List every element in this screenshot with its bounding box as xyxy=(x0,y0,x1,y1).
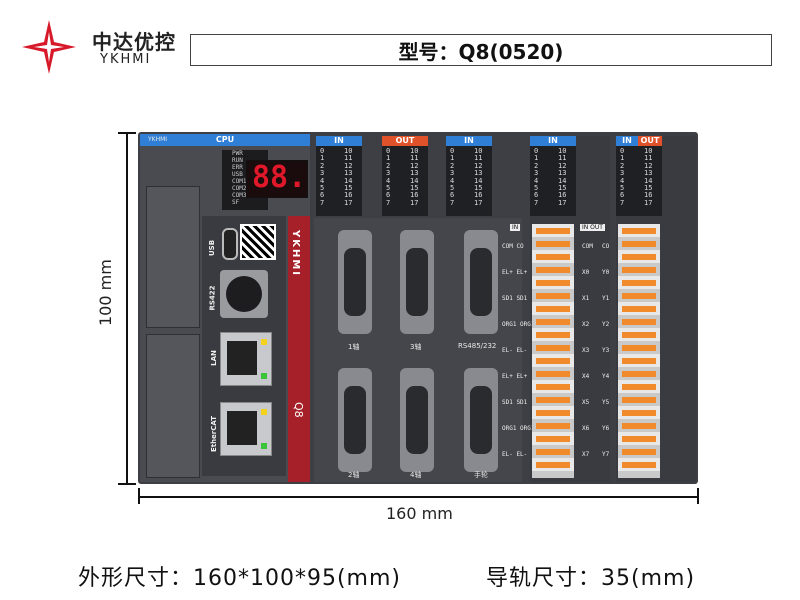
width-dimension-tick-left xyxy=(138,488,140,504)
brand-logo-icon xyxy=(22,20,76,74)
qr-code-icon xyxy=(240,224,276,260)
top-cover-panel xyxy=(146,186,200,328)
usb-label: USB xyxy=(208,239,217,257)
io-module-2-left: 0 1 2 3 4 5 6 7 xyxy=(386,147,391,207)
seven-seg-display xyxy=(246,160,308,198)
lan-port[interactable] xyxy=(220,332,272,386)
axis1-label: 1轴 xyxy=(348,343,360,351)
outline-dimensions: 外形尺寸：160*100*95(mm) xyxy=(78,566,402,591)
rs422-port[interactable] xyxy=(220,270,268,318)
terminal-module-a: IN 0 1 2 3 4 5 6 7 10 11 12 13 14 15 16 … xyxy=(502,136,610,482)
terminal-b-title-out-bar xyxy=(638,136,662,146)
terminal-a-clamps xyxy=(536,228,570,474)
terminal-b-io-left: 0 1 2 3 4 5 6 7 xyxy=(620,147,625,207)
ethercat-port[interactable] xyxy=(220,402,272,456)
cpu-badge: YKHMI xyxy=(148,136,168,143)
rs422-label: RS422 xyxy=(208,285,217,311)
terminal-b-title-out: OUT xyxy=(640,136,660,145)
axis3-connector[interactable] xyxy=(400,230,434,334)
axis4-label: 4轴 xyxy=(410,471,422,479)
terminal-a-title: IN xyxy=(548,136,558,145)
io-module-1: IN 0 1 2 3 4 5 6 7 10 11 12 13 14 15 16 … xyxy=(316,136,362,216)
terminal-module-b: IN OUT 0 1 2 3 4 5 6 7 10 11 12 13 14 15… xyxy=(580,136,696,482)
rs485-connector[interactable] xyxy=(464,230,498,334)
axis1-connector[interactable] xyxy=(338,230,372,334)
terminal-a-title-bar xyxy=(530,136,576,146)
width-dimension-label: 160 mm xyxy=(386,504,453,523)
io-module-2: OUT 0 1 2 3 4 5 6 7 10 11 12 13 14 15 16… xyxy=(382,136,428,216)
terminal-b-labels-in: COM X0 X1 X2 X3 X4 X5 X6 X7 xyxy=(582,243,593,458)
model-mark: Q8 xyxy=(292,402,305,418)
terminal-b-title-in-bar xyxy=(616,136,638,146)
model-title: 型号：Q8(0520) xyxy=(190,34,772,66)
io-module-1-title: IN xyxy=(316,136,362,146)
io-module-2-title: OUT xyxy=(382,136,428,146)
width-dimension-tick-right xyxy=(697,488,699,504)
rs485-label: RS485/232 xyxy=(458,342,497,350)
axis2-connector[interactable] xyxy=(338,368,372,472)
height-dimension-label: 100 mm xyxy=(96,259,115,326)
handwheel-connector[interactable] xyxy=(464,368,498,472)
lan-label: LAN xyxy=(209,350,218,366)
brand-name-cn: 中达优控 xyxy=(92,30,176,54)
terminal-b-title-in: IN xyxy=(622,136,632,145)
terminal-a-labels: COM CO EL+ EL+ SD1 SD1 ORG1 ORG1 EL- EL-… xyxy=(502,243,535,458)
height-dimension-tick-top xyxy=(118,132,136,134)
io-module-3-right: 10 11 12 13 14 15 16 17 xyxy=(474,147,483,207)
width-dimension-line xyxy=(138,496,698,498)
terminal-a-io-right: 10 11 12 13 14 15 16 17 xyxy=(558,147,567,207)
vertical-brand-text: YKHMI xyxy=(290,230,301,278)
terminal-b-clamps xyxy=(622,228,656,474)
usb-port[interactable] xyxy=(222,228,238,260)
axis2-label: 2轴 xyxy=(348,471,360,479)
io-module-2-right: 10 11 12 13 14 15 16 17 xyxy=(410,147,419,207)
ethercat-label: EtherCAT xyxy=(210,415,219,453)
bottom-cover-panel xyxy=(146,334,200,478)
terminal-b-labels-out: CO Y0 Y1 Y2 Y3 Y4 Y5 Y6 Y7 xyxy=(602,243,610,458)
seven-seg-value: 88. xyxy=(252,160,307,195)
terminal-a-io-left: 0 1 2 3 4 5 6 7 xyxy=(534,147,539,207)
plc-device: CPU YKHMI PWR RUN ERR USB COM1 COM2 COM3… xyxy=(138,132,698,484)
io-module-3-left: 0 1 2 3 4 5 6 7 xyxy=(450,147,455,207)
io-module-3-title: IN xyxy=(446,136,492,146)
rail-dimensions: 导轨尺寸：35(mm) xyxy=(486,566,696,591)
height-dimension-tick-bottom xyxy=(118,483,136,485)
io-module-1-right: 10 11 12 13 14 15 16 17 xyxy=(344,147,353,207)
height-dimension-line xyxy=(126,132,128,484)
terminal-a-led-panel xyxy=(530,146,576,216)
terminal-b-io-right: 10 11 12 13 14 15 16 17 xyxy=(644,147,653,207)
cpu-title: CPU xyxy=(215,135,235,144)
status-led-labels: PWR RUN ERR USB COM1 COM2 COM3 SF xyxy=(232,150,247,206)
io-module-1-left: 0 1 2 3 4 5 6 7 xyxy=(320,147,325,207)
terminal-a-sub-head: IN xyxy=(510,224,521,231)
io-module-3: IN 0 1 2 3 4 5 6 7 10 11 12 13 14 15 16 … xyxy=(446,136,492,216)
handwheel-label: 手轮 xyxy=(474,471,488,479)
brand-strip xyxy=(288,216,310,482)
brand-name-en: YKHMI xyxy=(100,52,152,67)
cpu-module: CPU YKHMI PWR RUN ERR USB COM1 COM2 COM3… xyxy=(140,134,310,482)
axis3-label: 3轴 xyxy=(410,343,422,351)
axis4-connector[interactable] xyxy=(400,368,434,472)
terminal-b-led-panel xyxy=(616,146,662,216)
cpu-header: CPU xyxy=(140,134,310,146)
terminal-b-sub-head: IN OUT xyxy=(580,224,605,231)
